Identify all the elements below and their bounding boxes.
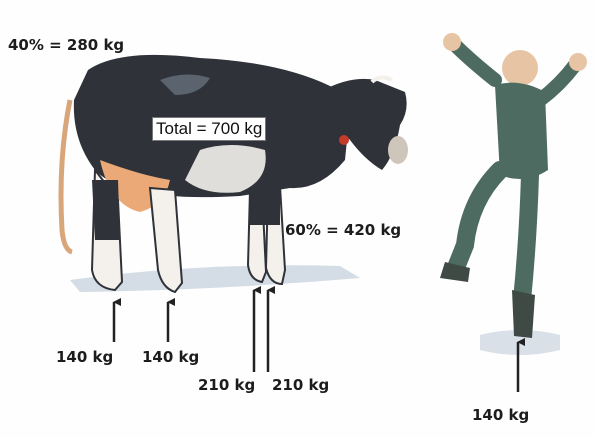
hind-share-label: 40% = 280 kg bbox=[8, 38, 124, 53]
hoof-4-label: 210 kg bbox=[272, 378, 329, 393]
cow-illustration bbox=[61, 55, 408, 292]
human-illustration bbox=[440, 33, 587, 355]
total-weight-label: Total = 700 kg bbox=[152, 117, 266, 141]
human-head bbox=[502, 50, 538, 86]
hoof-3-label: 210 kg bbox=[198, 378, 255, 393]
front-share-label: 60% = 420 kg bbox=[285, 223, 401, 238]
hoof-2-label: 140 kg bbox=[142, 350, 199, 365]
human-foot-label: 140 kg bbox=[472, 408, 529, 423]
hoof-1-label: 140 kg bbox=[56, 350, 113, 365]
